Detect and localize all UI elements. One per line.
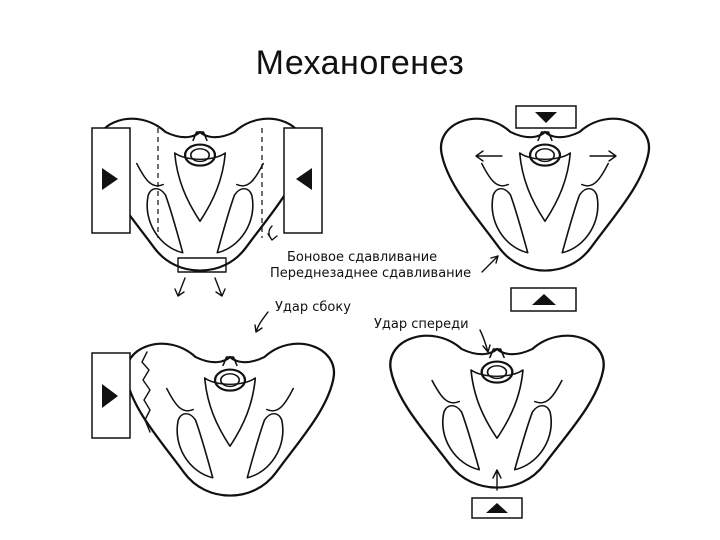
slide-title: Механогенез bbox=[255, 44, 465, 82]
ap-compression-label: Переднезаднее сдавливание bbox=[270, 266, 472, 281]
front-impact-label: Удар спереди bbox=[374, 317, 469, 332]
up-arrow-icon bbox=[532, 294, 556, 305]
right-arrow-icon bbox=[102, 168, 118, 190]
panel-lateral-compression bbox=[91, 117, 323, 297]
left-arrow-icon bbox=[296, 168, 312, 190]
lateral-compression-label: Боновое сдавливание bbox=[287, 250, 438, 265]
right-arrow-icon bbox=[102, 384, 118, 408]
up-arrow-icon bbox=[486, 503, 508, 513]
side-impact-label: Удар сбоку bbox=[275, 300, 351, 315]
panel-front-impact bbox=[389, 329, 605, 519]
down-arrow-icon bbox=[535, 112, 557, 123]
panel-side-impact bbox=[91, 311, 336, 497]
panel-ap-compression bbox=[439, 105, 651, 312]
